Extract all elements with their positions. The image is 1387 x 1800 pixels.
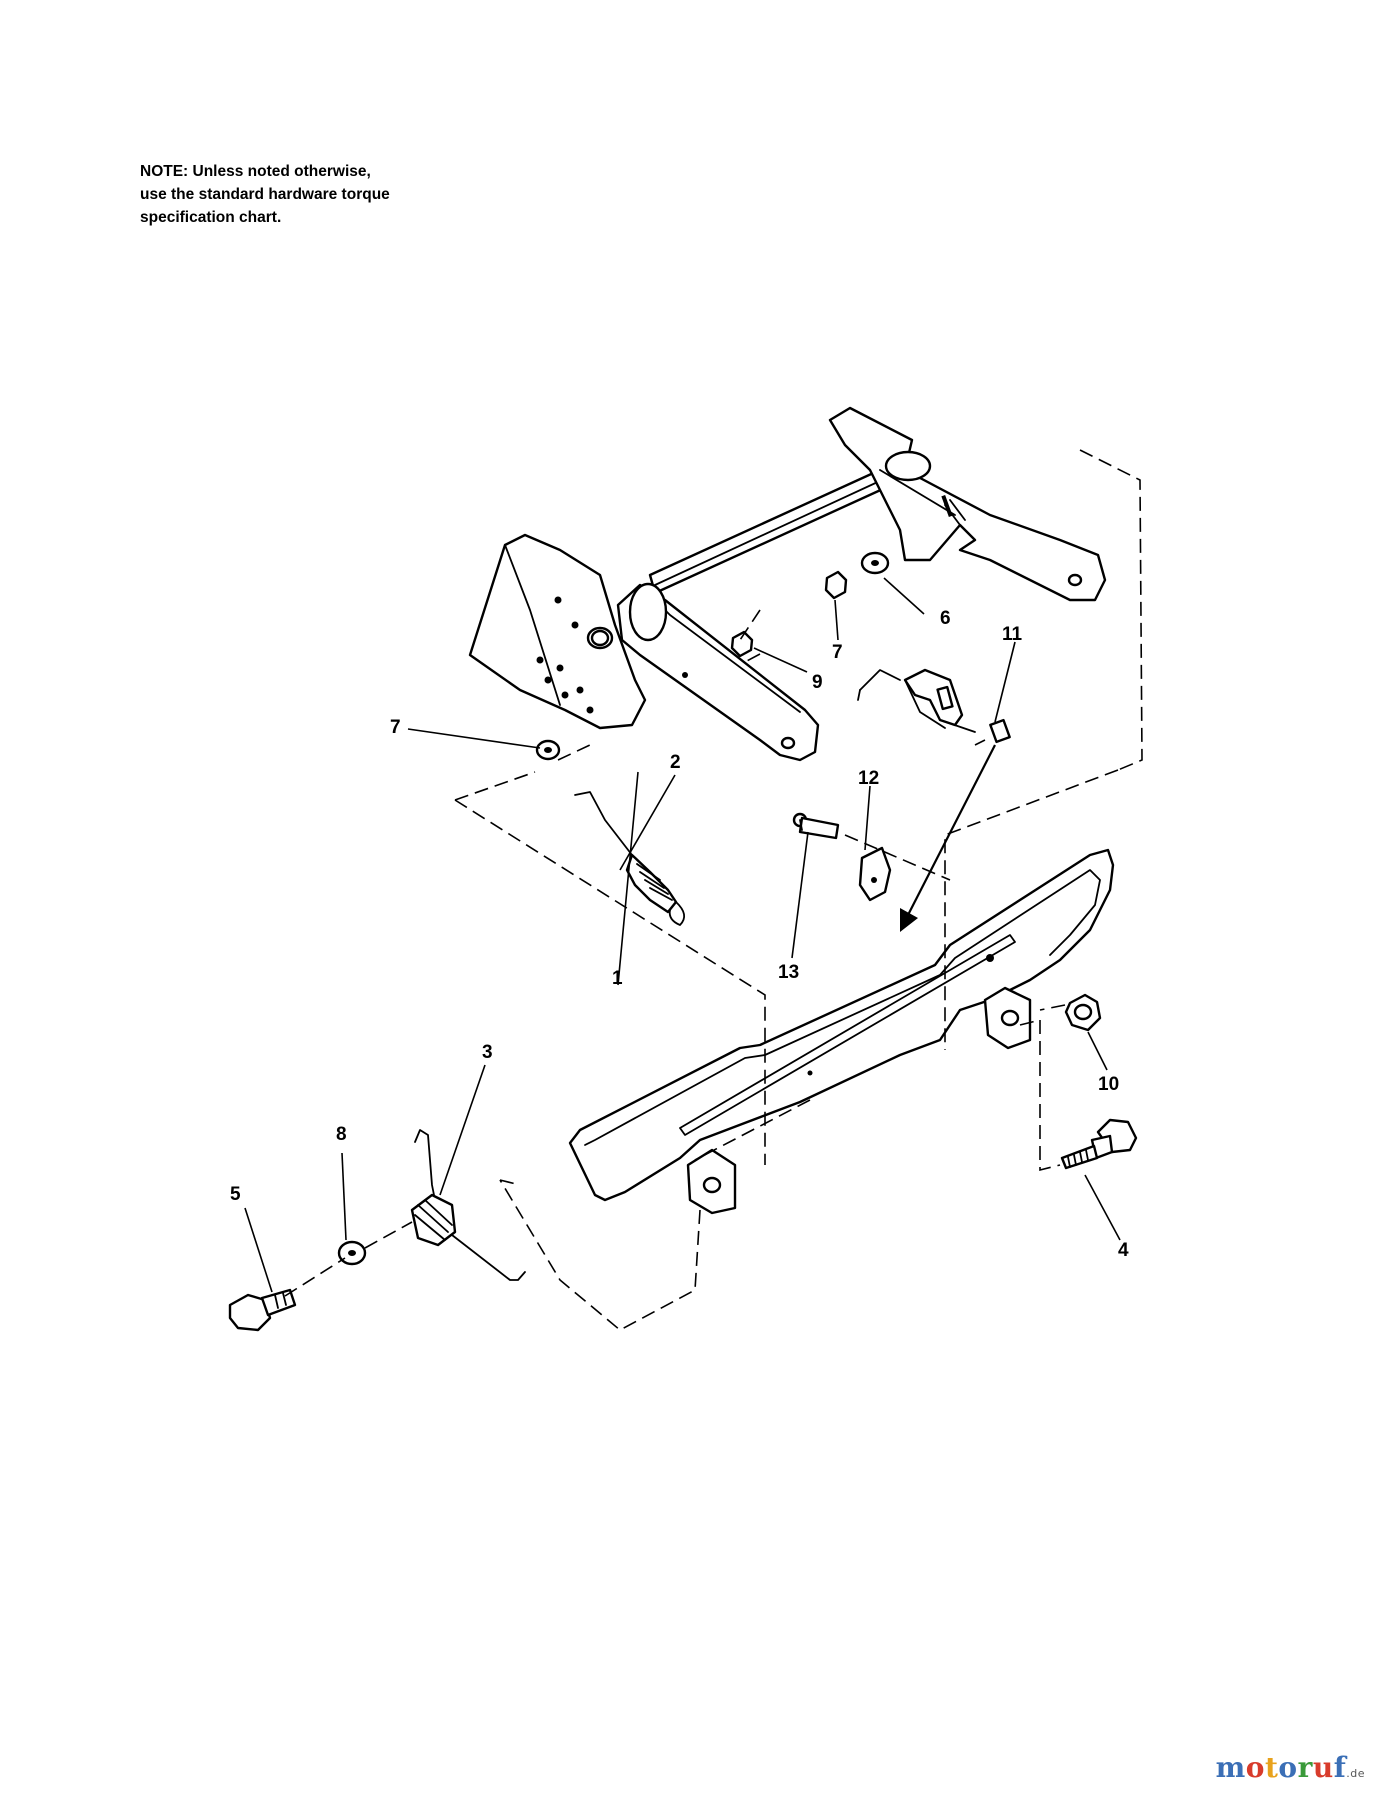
part-13-pin [792,812,840,840]
direction-arrow [900,744,996,932]
logo-letter: f [1333,1751,1347,1784]
part-4-bolt [1060,1118,1138,1170]
callout-9: 9 [812,672,823,693]
callout-6: 6 [940,608,951,629]
callout-7-upper: 7 [832,642,843,663]
note-line-2: use the standard hardware torque [140,186,390,203]
callout-numbers: 1 2 3 4 5 6 7 7 8 9 10 11 12 13 [230,608,1129,1261]
callout-11: 11 [1002,624,1023,645]
part-3-spring [410,1129,526,1281]
logo-suffix: .de [1346,1767,1365,1780]
nut-9 [730,630,754,658]
callout-1: 1 [612,968,623,989]
logo-letter: o [1245,1751,1265,1784]
callout-8: 8 [336,1124,347,1145]
logo-letter: u [1312,1751,1334,1784]
part-10-nut [1064,993,1102,1032]
callout-13: 13 [778,962,799,983]
note-line-3: specification chart. [140,209,282,226]
note-line-1: NOTE: Unless noted otherwise, [140,163,371,180]
callout-12: 12 [858,768,879,789]
logo-letter: t [1264,1751,1279,1784]
logo-letter: r [1297,1751,1313,1784]
callout-7-left: 7 [390,717,401,738]
hardware-upper [535,551,890,761]
callout-2: 2 [670,752,681,773]
part-8-washer [337,1240,367,1266]
callout-3: 3 [482,1042,493,1063]
nut-7-upper [824,570,848,600]
torque-note: NOTE: Unless noted otherwise, use the st… [140,160,460,229]
part-12-clip [858,846,892,902]
logo-letter: o [1278,1751,1298,1784]
assembly-lines [284,449,1143,1331]
leader-lines [244,577,1121,1293]
part-2-spring [574,791,686,926]
logo-letter: m [1215,1751,1246,1784]
part-11-switch [857,668,1011,744]
motoruf-logo: motoruf.de [1216,1751,1365,1784]
callout-4: 4 [1118,1240,1129,1261]
part-1-lever [568,848,1115,1215]
callout-5: 5 [230,1184,241,1205]
axle-assembly [468,406,1107,762]
part-5-bolt [228,1288,297,1332]
callout-10: 10 [1098,1074,1119,1095]
